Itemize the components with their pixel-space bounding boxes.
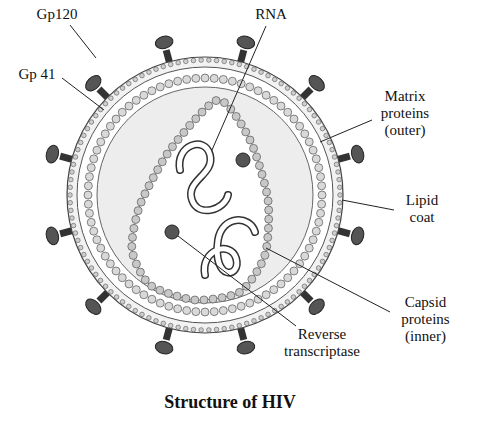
core-area — [97, 87, 313, 303]
gp120-knob — [349, 226, 365, 246]
part-label: Reverse transcriptase — [272, 326, 372, 360]
capsid-cone — [132, 100, 269, 300]
lipid-dots — [68, 58, 343, 332]
lipid-coat — [67, 57, 343, 333]
gp120-knob — [44, 144, 60, 164]
gp120-knob — [44, 226, 60, 246]
leader-line — [62, 78, 104, 110]
figure-caption: Structure of HIV — [80, 392, 380, 413]
leader-line — [70, 25, 96, 58]
gp120-knob — [154, 34, 174, 50]
gp120-knob — [306, 73, 327, 94]
capsid-dots — [128, 97, 273, 304]
part-label: Lipid coat — [392, 192, 452, 226]
leader-line — [266, 248, 390, 312]
rna-strands — [179, 144, 255, 275]
leader-line — [320, 120, 372, 142]
gp120-knob — [349, 144, 365, 164]
matrix-dots — [84, 74, 326, 316]
gp120-knob — [154, 339, 174, 355]
part-label: Gp 41 — [2, 66, 72, 83]
membrane-inner — [77, 67, 333, 323]
gp120-knob — [236, 34, 256, 50]
gp120-knob — [83, 73, 104, 94]
part-label: Capsid proteins (inner) — [388, 294, 463, 345]
part-label: Matrix proteins (outer) — [370, 88, 440, 139]
gp120-knob — [236, 339, 256, 355]
reverse-transcriptase — [236, 153, 250, 167]
leader-line — [212, 26, 266, 150]
gp120-knob — [306, 296, 327, 317]
leader-line — [178, 236, 296, 326]
part-label: Gp120 — [22, 6, 92, 23]
part-label: RNA — [246, 6, 296, 23]
leader-lines — [62, 25, 394, 326]
spikes — [44, 34, 365, 355]
leader-line — [342, 200, 394, 210]
reverse-transcriptase — [165, 225, 179, 239]
gp120-knob — [83, 296, 104, 317]
